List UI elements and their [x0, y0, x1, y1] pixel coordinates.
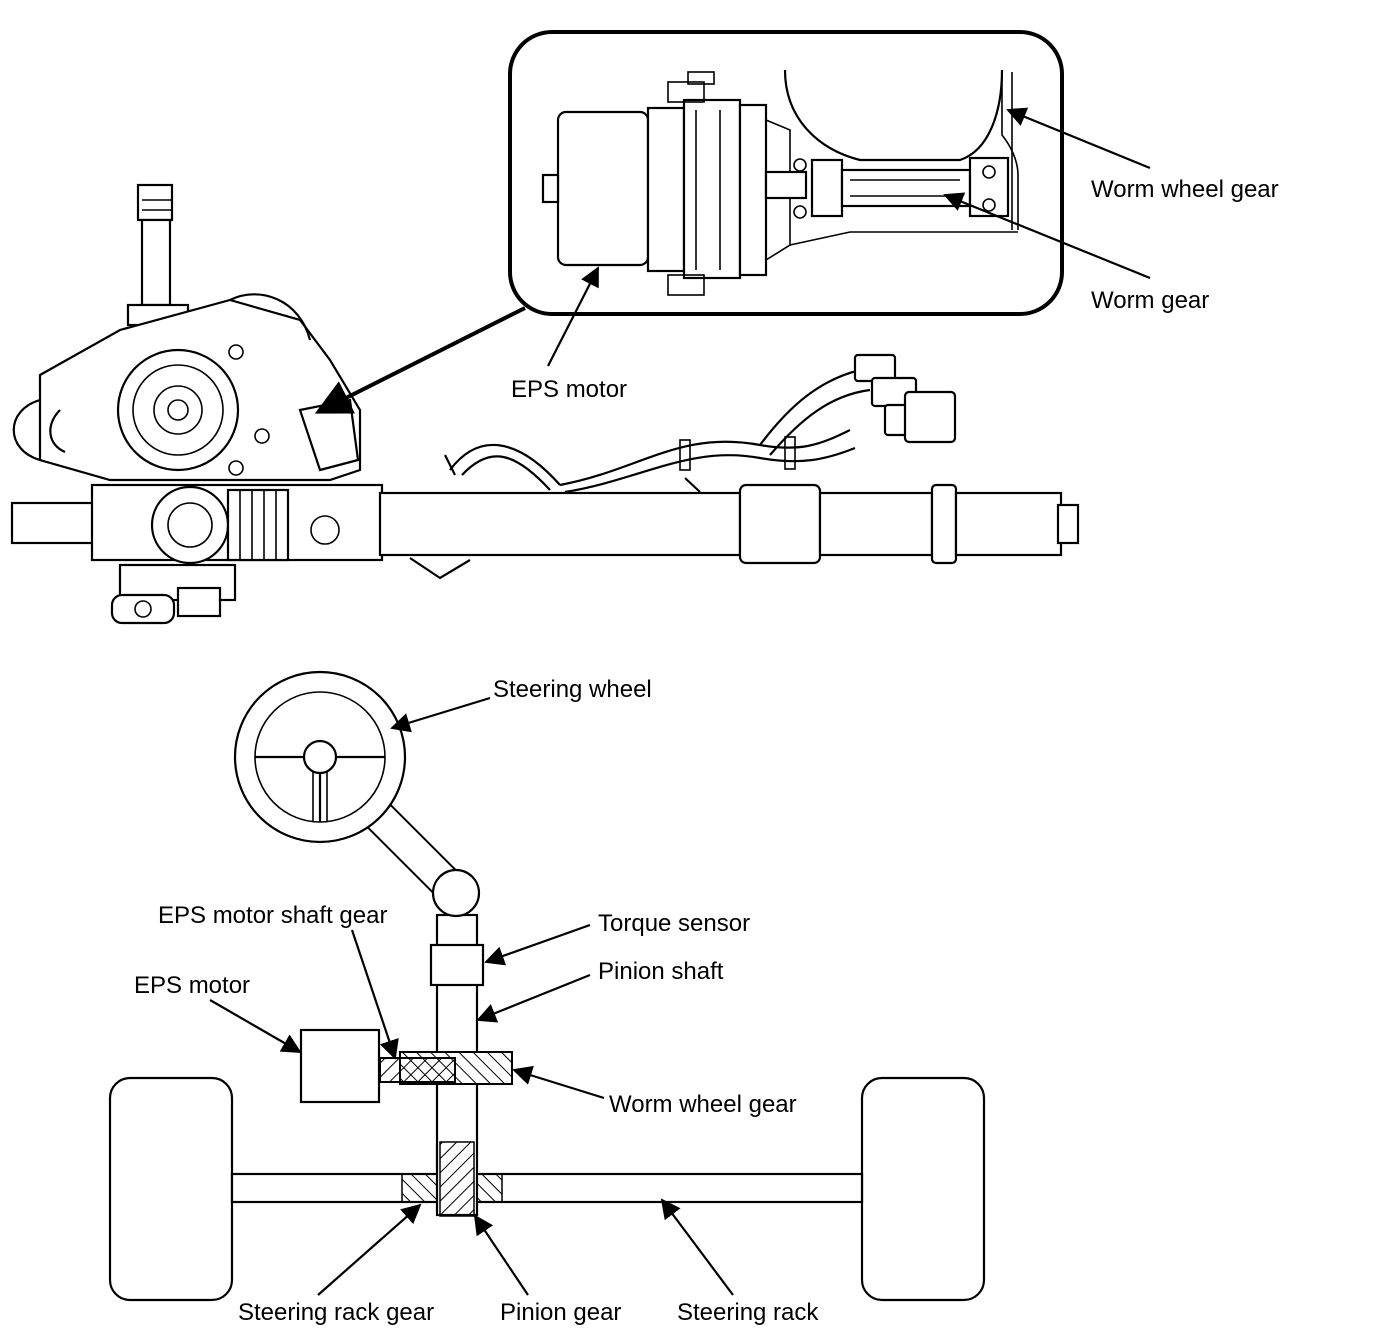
torque-sensor-box: [429, 943, 485, 987]
label-steering-rack-gear: Steering rack gear: [238, 1299, 434, 1326]
pinion-gear-teeth: [439, 1141, 475, 1217]
universal-joint: [431, 868, 481, 918]
steering-rack-bar: [230, 1172, 864, 1204]
label-steering-wheel: Steering wheel: [493, 676, 652, 703]
steering-wheel-schematic: [233, 670, 407, 844]
label-pinion-gear: Pinion gear: [500, 1299, 621, 1326]
label-pinion-shaft: Pinion shaft: [598, 958, 724, 985]
inset-worm-shaft: [764, 119, 1018, 261]
worm-wheel-housing: [783, 69, 1004, 162]
label-torque-sensor: Torque sensor: [598, 910, 750, 937]
inset-detail: [508, 30, 1064, 316]
bottom-callouts: Steering wheel EPS motor shaft gear Torq…: [134, 676, 819, 1326]
label-worm-wheel-gear-top: Worm wheel gear: [1091, 176, 1279, 203]
left-wheel: [108, 1076, 234, 1302]
label-worm-gear: Worm gear: [1091, 287, 1209, 314]
eps-motor-assembly: [116, 344, 270, 476]
top-callouts: Worm wheel gear Worm gear EPS motor: [511, 107, 1279, 403]
right-wheel: [860, 1076, 986, 1302]
eps-motor-box: [299, 1028, 381, 1104]
steering-gearbox-assembly: [10, 183, 1080, 625]
label-steering-rack: Steering rack: [677, 1299, 819, 1326]
eps-schematic: [108, 670, 986, 1302]
pinion-housing: [110, 485, 340, 625]
input-shaft: [126, 183, 190, 327]
motor-shaft-gear: [379, 1057, 456, 1083]
label-eps-motor-shaft-gear: EPS motor shaft gear: [158, 902, 387, 929]
inset-eps-motor: [541, 71, 768, 296]
wiring-harness: [409, 353, 957, 580]
zoom-pointer: [314, 306, 526, 414]
label-eps-motor-top: EPS motor: [511, 376, 627, 403]
label-eps-motor-bottom: EPS motor: [134, 972, 250, 999]
label-worm-wheel-gear-bottom: Worm wheel gear: [609, 1091, 797, 1118]
